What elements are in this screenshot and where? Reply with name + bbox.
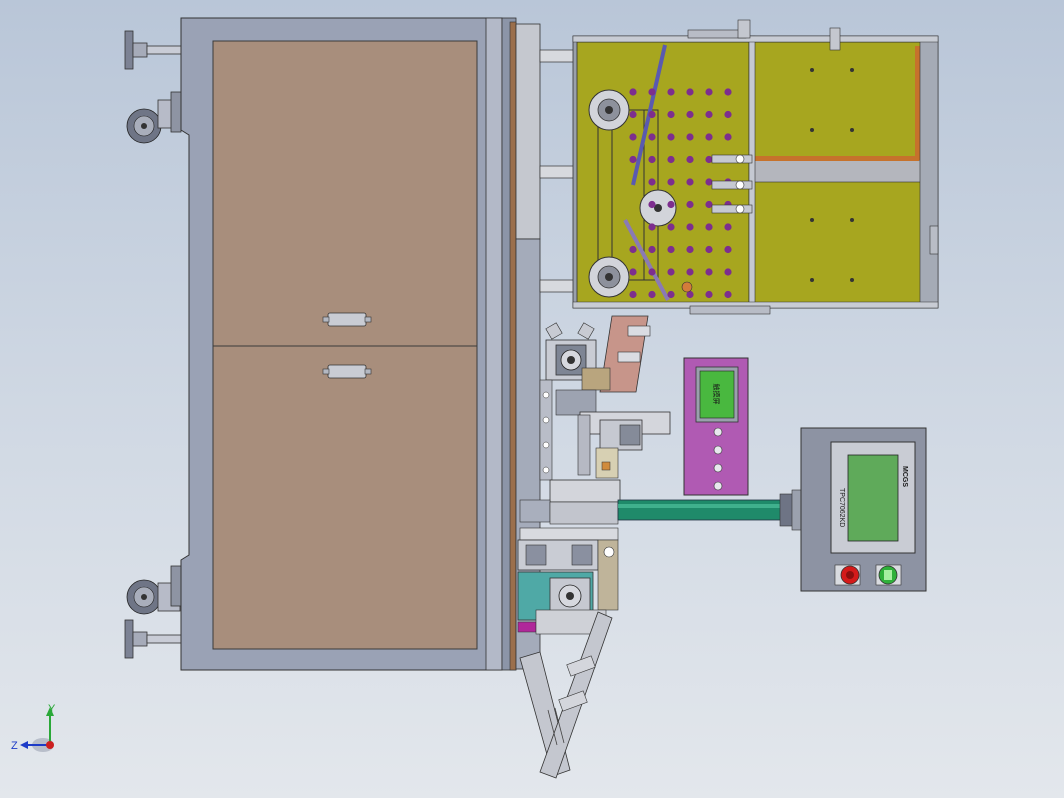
plate-hole [705,133,713,141]
plate-hole [648,245,656,254]
plate-hole [686,200,694,209]
plate-hole [648,110,656,119]
plate-hole [629,133,637,141]
plate-hole [724,223,732,231]
plate-hole [648,178,656,186]
clamp-1 [711,154,753,164]
small-panel-button-3[interactable] [713,463,723,473]
plate-hole [724,110,732,119]
plate-hole [667,200,675,209]
hole-grid [629,88,732,299]
feeder-unit [539,19,939,315]
plate-hole [667,245,675,254]
plate-hole [667,178,675,186]
small-panel-button-2[interactable] [713,445,723,455]
small-panel-screen-label: 触摸屏 [712,384,721,405]
plate-hole [667,268,675,276]
plate-hole [686,155,694,164]
hmi-arm [617,489,803,531]
plate-hole [629,290,637,299]
plate-hole [667,110,675,119]
hmi-screen [847,454,899,542]
start-button[interactable] [875,564,902,586]
plate-hole [629,268,637,276]
plate-hole [686,133,694,141]
plate-hole [648,268,656,276]
plate-hole [648,223,656,231]
small-panel-screen [699,370,735,419]
plate-hole [648,200,656,209]
small-touch-panel: 触摸屏 [683,357,749,496]
plate-hole [648,133,656,141]
plate-hole [648,155,656,164]
plate-hole [724,290,732,299]
leveling-foot-bottom [124,619,182,659]
plate-hole [648,290,656,299]
plate-hole [724,133,732,141]
leveling-foot-top [124,30,182,70]
plate-hole [705,268,713,276]
plate-hole [667,223,675,231]
clamp-2 [711,180,753,190]
door-handle-upper [322,312,372,327]
plate-hole [648,88,656,96]
pulley-bottom [588,256,630,298]
clamp-3 [711,204,753,214]
plate-hole [686,110,694,119]
plate-hole [667,290,675,299]
small-panel-button-1[interactable] [713,427,723,437]
pulley-middle [639,189,677,227]
caster-bottom [126,565,182,615]
plate-hole [667,88,675,96]
plate-hole [705,290,713,299]
plate-hole [705,200,713,209]
plate-hole [686,178,694,186]
hmi-brand-top: MCGS [901,466,908,487]
plate-hole [724,245,732,254]
plate-hole [686,245,694,254]
plate-hole [686,268,694,276]
cabinet-door-upper [212,40,478,347]
plate-hole [724,88,732,96]
plate-hole [705,110,713,119]
plate-hole [629,155,637,164]
plate-hole [667,155,675,164]
axis-triad: Y Z [11,703,56,752]
plate-hole [705,178,713,186]
cabinet-door-lower [212,345,478,650]
plate-hole [686,223,694,231]
caster-top [126,91,182,144]
plate-hole [705,88,713,96]
door-handle-lower [322,364,372,379]
plate-hole [667,133,675,141]
mechanism [517,315,671,779]
plate-hole [705,155,713,164]
axis-y-label: Y [48,703,56,715]
pulley-top [588,89,630,131]
axis-z-label: Z [11,740,18,752]
plate-hole [686,88,694,96]
plate-hole [705,245,713,254]
small-panel-button-4[interactable] [713,481,723,491]
plate-hole [686,290,694,299]
plate-hole [629,245,637,254]
plate-hole [705,223,713,231]
stop-button[interactable] [834,564,861,586]
plate-hole [724,268,732,276]
hmi-panel: MCGS TPC7062KD [800,427,927,592]
plate-hole [629,110,637,119]
plate-hole [629,88,637,96]
hmi-brand-side: TPC7062KD [838,488,845,527]
cabinet [124,17,517,671]
